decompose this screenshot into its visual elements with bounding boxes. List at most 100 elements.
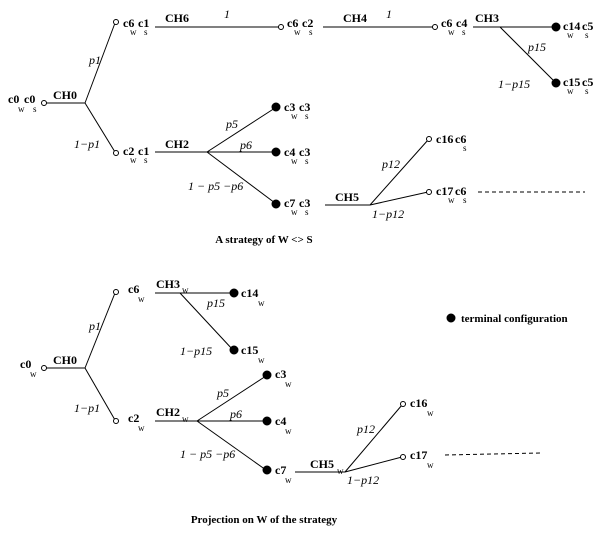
channel-ch3: CH3	[475, 11, 499, 25]
node-n6	[551, 78, 561, 88]
strategy-tree: c0 w c0 s c6 w c1 s c2 w c1 s c6 w c2 s …	[8, 7, 593, 246]
proj-node-n6	[262, 416, 272, 426]
edge-ch2-n9	[206, 151, 276, 204]
proj-channel-ch3: CH3 w	[156, 277, 189, 295]
svg-text:c2: c2	[123, 144, 134, 158]
proj-label-n8: c16 w	[410, 396, 434, 418]
svg-text:s: s	[305, 207, 309, 217]
label-n3: c6 w c2 s	[287, 16, 313, 37]
projection-tree: c0 w c6 w c2 w c14 w c15 w c3 w c4 w c7	[20, 277, 541, 526]
svg-text:w: w	[567, 86, 574, 96]
svg-text:c4: c4	[456, 16, 467, 30]
svg-text:w: w	[30, 369, 37, 379]
svg-text:s: s	[463, 195, 467, 205]
node-root	[41, 100, 47, 106]
prob-p15: p15	[527, 40, 546, 54]
svg-text:w: w	[291, 156, 298, 166]
svg-text:c3: c3	[284, 100, 295, 114]
proj-label-n6: c4 w	[275, 414, 292, 436]
label-n4: c6 w c4 s	[441, 16, 467, 37]
svg-text:c5: c5	[582, 75, 593, 89]
prob-p5: p5	[225, 117, 238, 131]
edge-ch5-n11	[369, 191, 429, 206]
proj-node-n8	[400, 401, 406, 407]
proj-edge-ch5-n8	[344, 404, 403, 473]
svg-text:c6: c6	[455, 132, 466, 146]
svg-text:c6: c6	[123, 16, 134, 30]
svg-text:CH5: CH5	[310, 457, 334, 471]
proj-prob-p1: p1	[88, 319, 101, 333]
svg-text:w: w	[258, 355, 265, 365]
svg-text:c6: c6	[441, 16, 452, 30]
proj-prob-one-minus-p12: 1−p12	[347, 473, 379, 487]
projection-caption: Projection on W of the strategy	[191, 514, 338, 526]
label-n2: c2 w c1 s	[123, 144, 149, 165]
channel-ch5: CH5	[335, 190, 359, 204]
svg-text:w: w	[285, 475, 292, 485]
node-n3	[278, 24, 284, 30]
svg-text:w: w	[130, 27, 137, 37]
proj-prob-p6: p6	[229, 407, 242, 421]
svg-text:w: w	[182, 285, 189, 295]
svg-text:c2: c2	[128, 411, 139, 425]
svg-text:s: s	[305, 111, 309, 121]
svg-text:w: w	[285, 379, 292, 389]
node-n4	[432, 24, 438, 30]
node-n11	[426, 189, 432, 195]
proj-node-n3	[229, 288, 239, 298]
svg-text:w: w	[285, 426, 292, 436]
svg-text:w: w	[337, 466, 344, 476]
label-n1: c6 w c1 s	[123, 16, 149, 37]
proj-node-n7	[262, 465, 272, 475]
proj-label-n1: c6 w	[128, 282, 145, 304]
svg-text:w: w	[182, 414, 189, 424]
svg-text:CH3: CH3	[156, 277, 180, 291]
proj-prob-one-minus-p1: 1−p1	[74, 401, 100, 415]
svg-text:s: s	[305, 156, 309, 166]
proj-node-n4	[229, 345, 239, 355]
svg-text:c6: c6	[128, 282, 139, 296]
svg-text:CH2: CH2	[156, 405, 180, 419]
svg-text:c4: c4	[284, 145, 295, 159]
edge-ch2-n7	[206, 107, 276, 153]
prob-one-minus-p12: 1−p12	[372, 207, 404, 221]
channel-ch6: CH6	[165, 11, 189, 25]
svg-text:c6: c6	[455, 184, 466, 198]
svg-text:w: w	[138, 423, 145, 433]
svg-text:c3: c3	[275, 367, 286, 381]
proj-edge-ch2-n7	[196, 420, 267, 471]
proj-node-n5	[262, 370, 272, 380]
svg-text:c7: c7	[275, 463, 286, 477]
prob-one-a: 1	[224, 7, 230, 21]
legend-label: terminal configuration	[461, 313, 568, 325]
label-n9: c7 w c3 s	[284, 196, 310, 217]
svg-text:w: w	[291, 207, 298, 217]
prob-one-b: 1	[386, 7, 392, 21]
svg-text:w: w	[427, 408, 434, 418]
proj-edge-ch0-n1	[84, 292, 116, 369]
channel-ch4: CH4	[343, 11, 367, 25]
prob-one-minus-p5-p6: 1 − p5 −p6	[188, 179, 243, 193]
svg-text:s: s	[33, 104, 37, 114]
channel-ch0: CH0	[53, 88, 77, 102]
edge-ch3-n6	[499, 26, 556, 83]
svg-text:c2: c2	[302, 16, 313, 30]
svg-text:c1: c1	[138, 144, 149, 158]
svg-text:s: s	[144, 155, 148, 165]
svg-text:c15: c15	[241, 343, 258, 357]
svg-text:w: w	[448, 195, 455, 205]
prob-p12: p12	[381, 157, 400, 171]
proj-prob-p15: p15	[206, 296, 225, 310]
proj-edge-ch2-n5	[196, 375, 267, 422]
svg-text:c3: c3	[299, 145, 310, 159]
node-n2	[113, 150, 119, 156]
svg-text:c1: c1	[138, 16, 149, 30]
proj-channel-ch2: CH2 w	[156, 405, 189, 424]
svg-text:c6: c6	[287, 16, 298, 30]
label-n8: c4 w c3 s	[284, 145, 310, 166]
prob-p6: p6	[239, 138, 252, 152]
label-root: c0 w c0 s	[8, 92, 37, 114]
svg-text:c7: c7	[284, 196, 295, 210]
proj-prob-p5: p5	[216, 386, 229, 400]
